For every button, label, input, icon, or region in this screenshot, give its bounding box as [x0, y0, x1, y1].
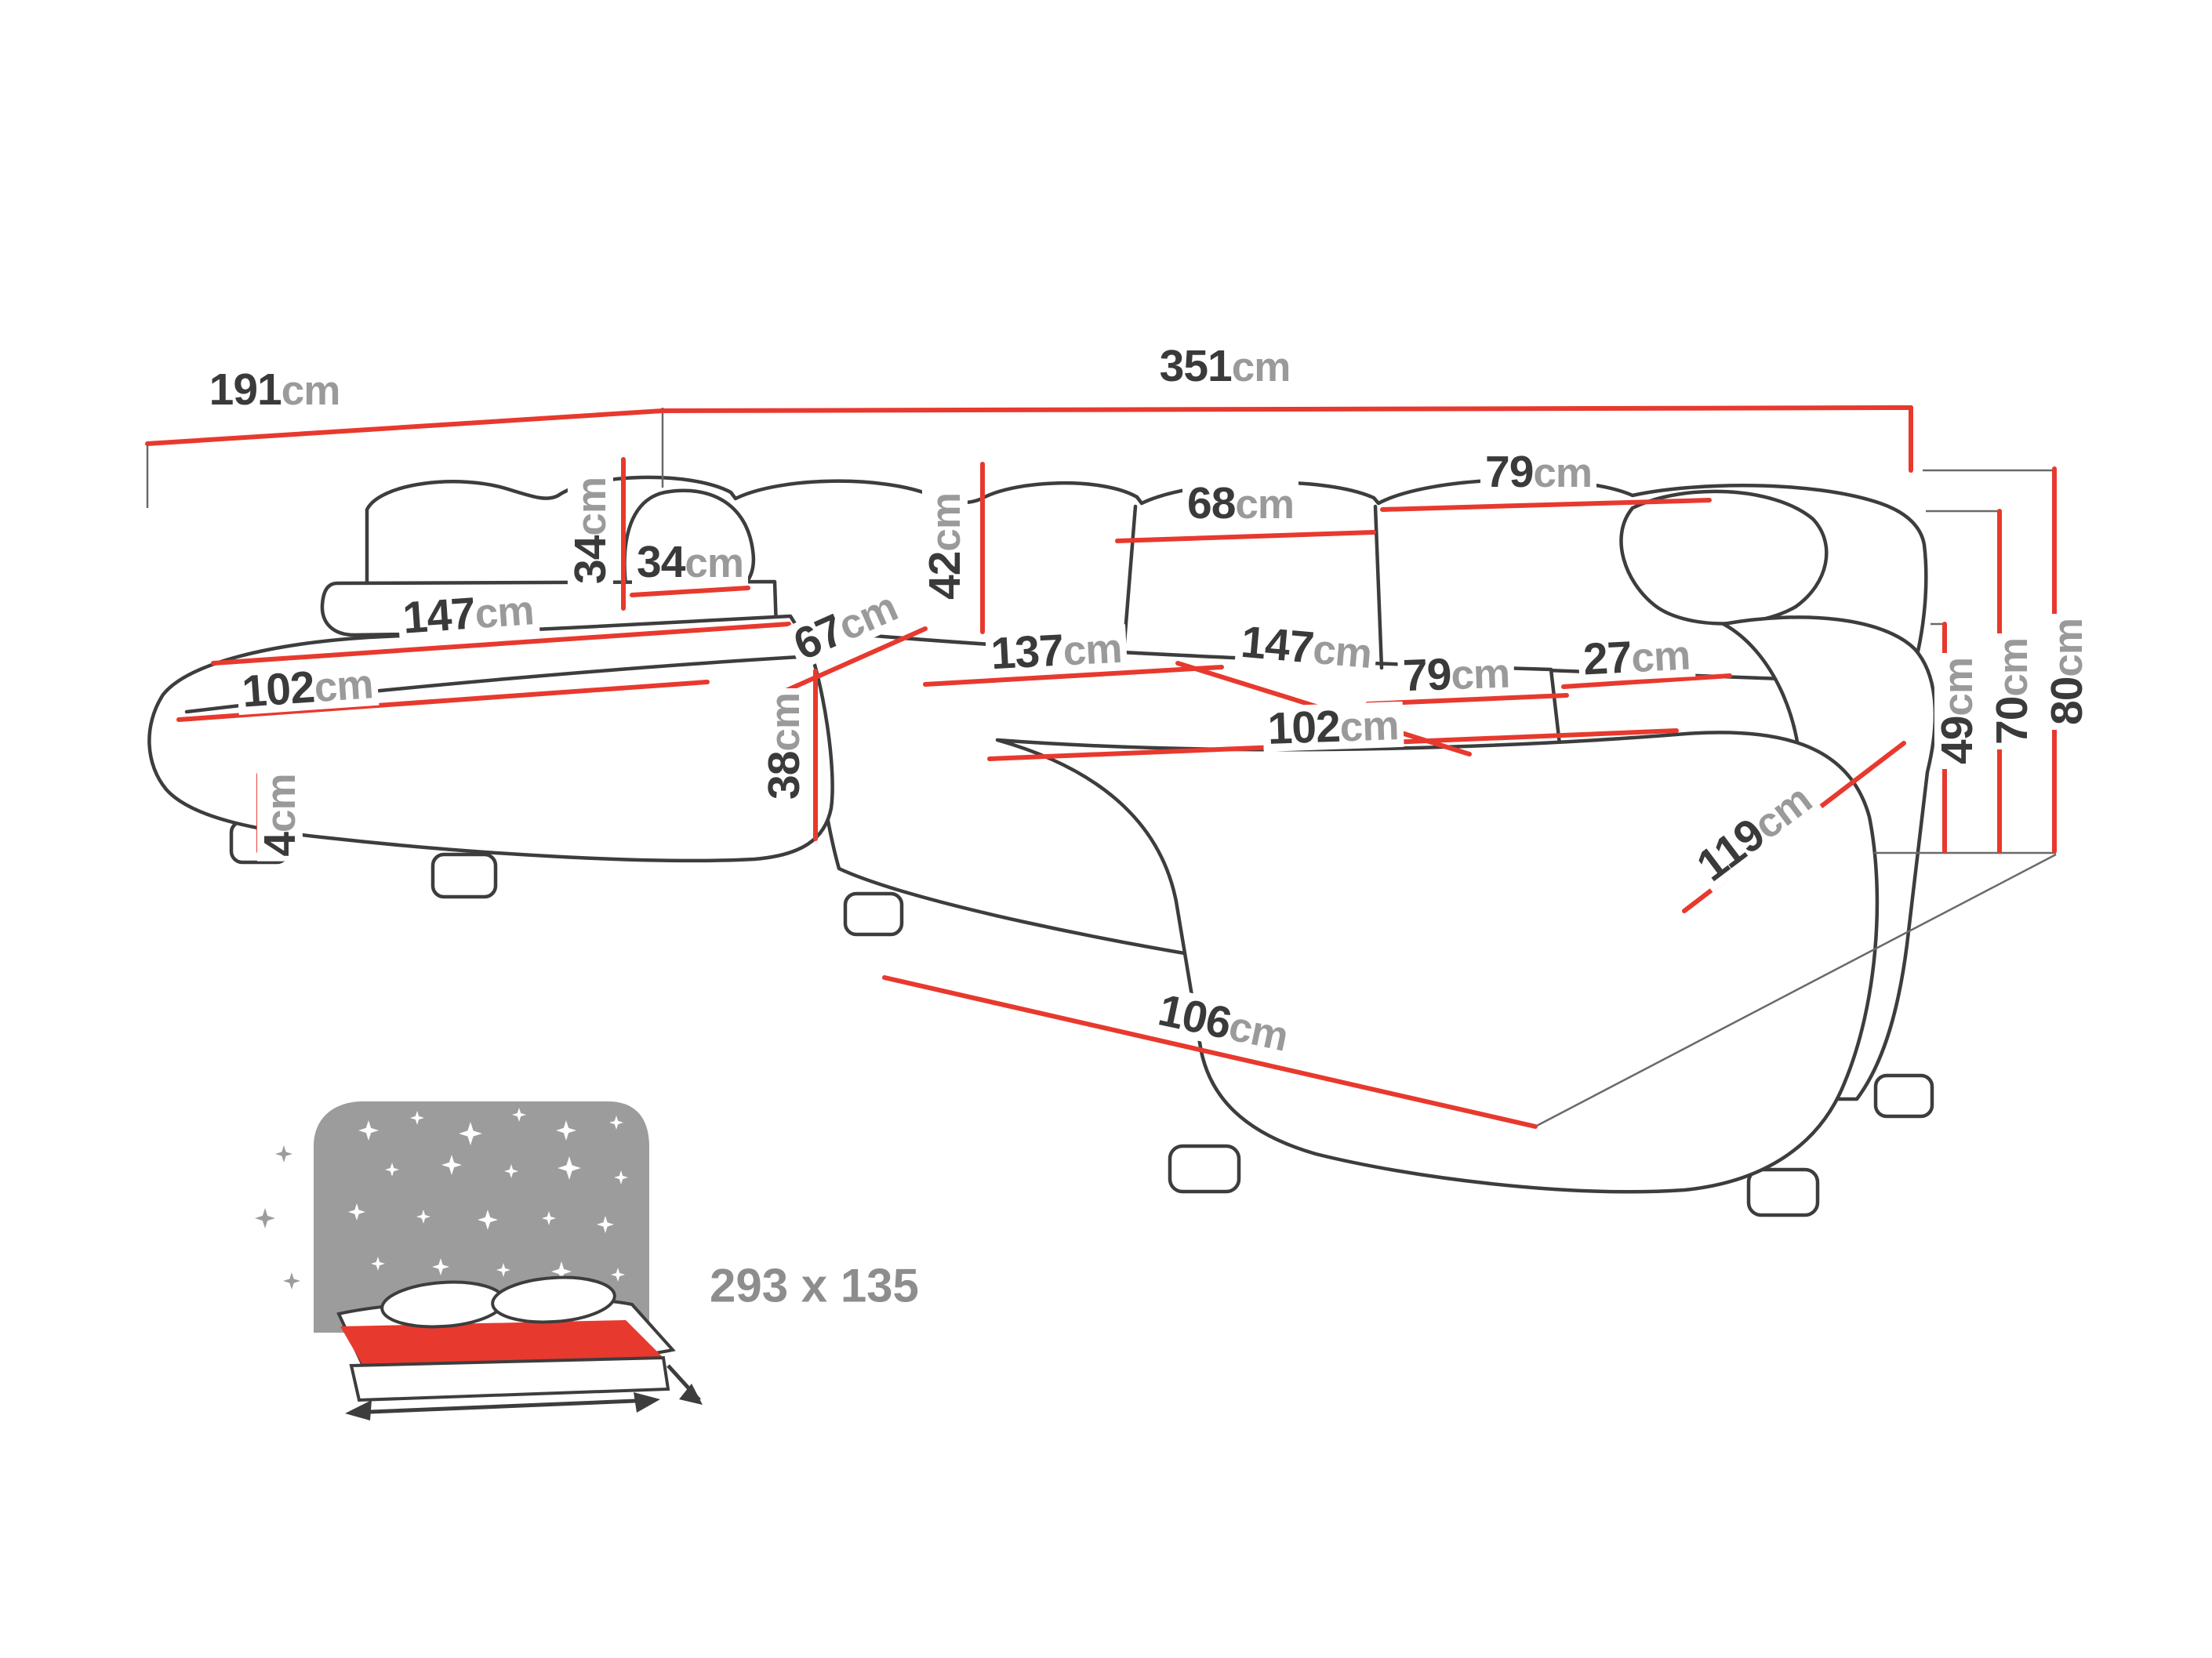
star-icon: [459, 1122, 482, 1145]
dim-351: 351cm: [1154, 343, 1295, 390]
dim-4: 4cm: [255, 769, 305, 862]
sleeping-area-icon: [255, 1101, 703, 1420]
stars-decoration: [255, 1108, 628, 1290]
sofa-leg: [1873, 1073, 1934, 1119]
dim-line-79-top: [1380, 498, 1712, 512]
star-icon: [432, 1258, 449, 1275]
dim-137: 137cm: [985, 624, 1128, 679]
star-icon: [614, 1170, 628, 1185]
sofa-chaise-right: [995, 731, 1880, 1194]
star-icon: [416, 1210, 430, 1224]
dim-191: 191cm: [204, 367, 345, 413]
bed-red-surface: [340, 1320, 663, 1367]
headboard-shape: [314, 1101, 649, 1333]
dim-70: 70cm: [1987, 633, 2037, 750]
dim-line-102-left: [176, 680, 710, 722]
bed-base: [349, 1355, 670, 1402]
dim-79-top: 79cm: [1480, 449, 1597, 495]
star-icon: [551, 1261, 572, 1282]
star-icon: [371, 1257, 385, 1271]
bed-measure-arrows: [345, 1364, 703, 1420]
star-icon: [558, 1156, 581, 1180]
star-icon: [504, 1164, 518, 1178]
sofa-chaise-left: [147, 614, 834, 863]
star-icon: [410, 1111, 424, 1125]
sofa-leg: [430, 852, 498, 899]
dim-42: 42cm: [920, 488, 970, 605]
guide-lines: [146, 408, 2057, 1128]
star-icon: [255, 1208, 275, 1228]
sofa-leg: [843, 891, 904, 937]
dim-34-vertical: 34cm: [565, 472, 616, 590]
star-icon: [611, 1268, 625, 1282]
dim-80: 80cm: [2042, 613, 2092, 731]
star-icon: [512, 1108, 526, 1122]
star-icon: [556, 1120, 576, 1141]
dim-line-351: [660, 405, 1913, 413]
sofa-leg: [1168, 1144, 1241, 1194]
dim-line-34-horizontal: [630, 586, 750, 597]
star-icon: [283, 1272, 300, 1290]
dim-38: 38cm: [759, 688, 809, 805]
cushion-seam: [1373, 504, 1384, 670]
dim-34-horizontal: 34cm: [631, 539, 749, 586]
dim-line-106: [882, 975, 1538, 1129]
star-icon: [275, 1145, 292, 1163]
star-icon: [609, 1116, 623, 1130]
dim-line-68: [1115, 530, 1376, 543]
dim-102-left: 102cm: [235, 659, 380, 717]
dim-line-147-left: [211, 622, 791, 666]
sofa-pillow-right: [1619, 489, 1829, 626]
star-icon: [358, 1120, 379, 1141]
dim-49: 49cm: [1932, 652, 1982, 770]
bed-pillow: [491, 1275, 616, 1324]
dim-79-right: 79cm: [1397, 649, 1515, 701]
dim-27: 27cm: [1577, 631, 1696, 684]
star-icon: [441, 1155, 462, 1175]
star-icon: [385, 1163, 399, 1177]
dim-68: 68cm: [1182, 481, 1299, 527]
dim-line-137: [923, 665, 1224, 687]
star-icon: [348, 1203, 365, 1221]
dim-line-67: [782, 626, 928, 694]
sofa-leg: [1746, 1167, 1820, 1217]
star-icon: [542, 1211, 556, 1225]
sleeping-area-size: 293 x 135: [710, 1259, 919, 1312]
dim-line-191: [145, 408, 665, 446]
star-icon: [478, 1210, 498, 1230]
star-icon: [496, 1263, 510, 1277]
dim-line-27: [1561, 673, 1732, 689]
star-icon: [597, 1216, 614, 1233]
dim-147-left: 147cm: [396, 586, 540, 644]
dim-102-right: 102cm: [1262, 702, 1404, 754]
